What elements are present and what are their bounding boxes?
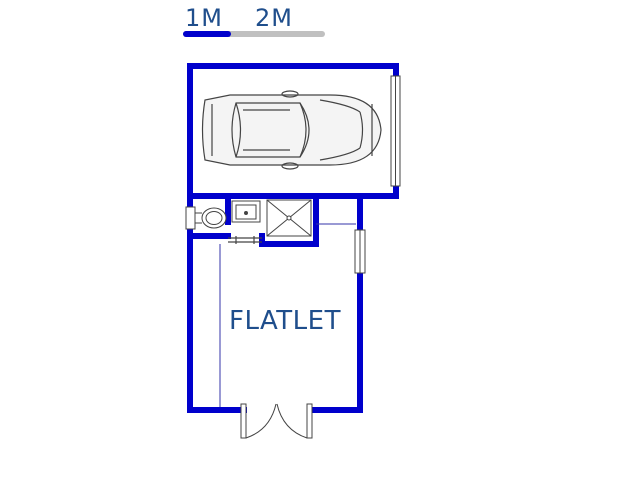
car-icon: [201, 90, 382, 170]
basin-icon: [231, 200, 261, 223]
bathroom-walls: [187, 193, 363, 413]
scale-label-2m: 2M: [255, 4, 293, 32]
room-label-flatlet: FLATLET: [229, 306, 341, 336]
window: [354, 229, 366, 274]
flatlet-wall-right: [307, 270, 363, 413]
bathroom-door: [228, 236, 262, 244]
toilet-icon: [185, 206, 227, 230]
shower-icon: [266, 199, 312, 237]
scale-label-1m: 1M: [185, 4, 223, 32]
entry-door: [240, 403, 313, 439]
interior-lines: [219, 223, 356, 407]
